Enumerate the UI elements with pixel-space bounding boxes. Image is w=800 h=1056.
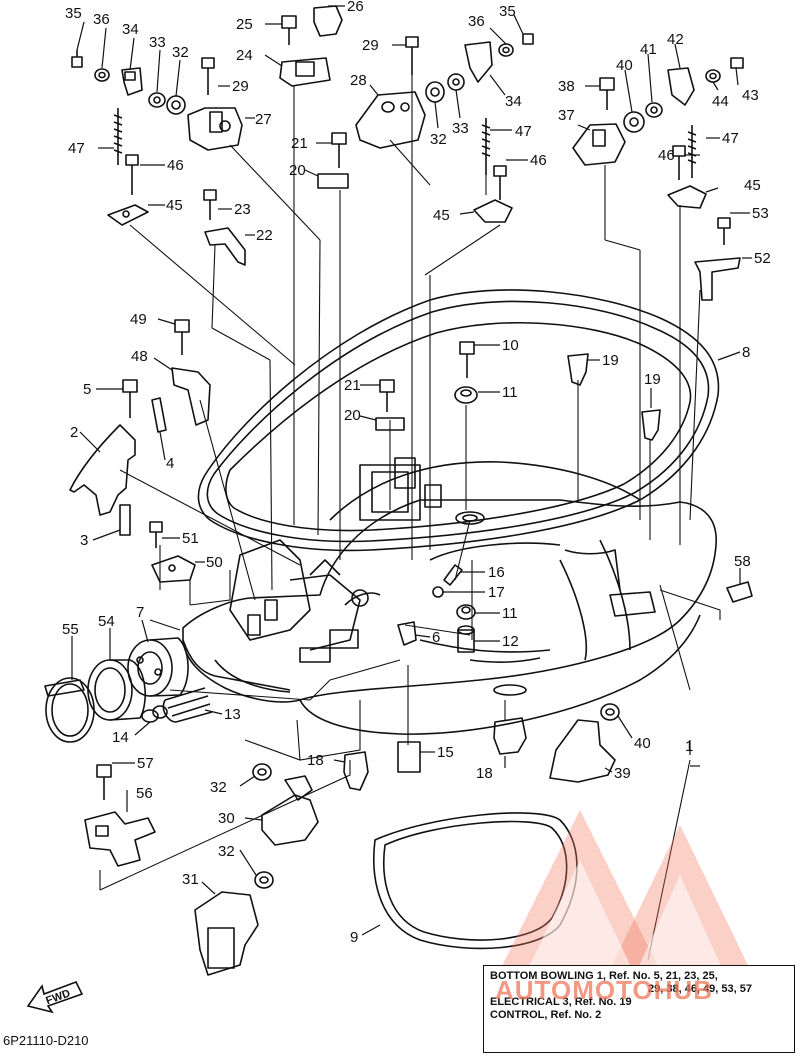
callout-45: 45 [433,207,450,224]
callout-57: 57 [137,755,154,772]
callout-43: 43 [742,87,759,104]
callout-53: 53 [752,205,769,222]
forward-arrow-icon: FWD [26,980,84,1014]
callout-numbers: 35 36 34 33 32 29 27 47 46 45 23 22 25 2… [62,0,771,946]
ref-line-1a: BOTTOM BOWLING 1, Ref. No. 5, 21, 23, 25… [490,970,718,982]
callout-15: 15 [437,744,454,761]
callout-17: 17 [488,584,505,601]
callout-47: 47 [68,140,85,157]
callout-16: 16 [488,564,505,581]
callout-37: 37 [558,107,575,124]
ref-line-3: CONTROL, Ref. No. 2 [490,1009,602,1021]
callout-32: 32 [430,131,447,148]
callout-58: 58 [734,553,751,570]
callout-20: 20 [289,162,306,179]
reference-note-box: BOTTOM BOWLING 1, Ref. No. 5, 21, 23, 25… [483,965,795,1053]
callout-45: 45 [166,197,183,214]
callout-51: 51 [182,530,199,547]
callout-28: 28 [350,72,367,89]
callout-2: 2 [70,424,78,441]
callout-29: 29 [362,37,379,54]
callout-11: 11 [502,384,518,401]
upper-small-parts [69,5,753,653]
callout-21: 21 [291,135,308,152]
callout-10: 10 [502,337,519,354]
callout-33: 33 [149,34,166,51]
callout-31: 31 [182,871,199,888]
callout-18: 18 [476,765,493,782]
callout-52: 52 [754,250,771,267]
callout-27: 27 [255,111,272,128]
callout-40: 40 [616,57,633,74]
callout-42: 42 [667,31,684,48]
callout-23: 23 [234,201,251,218]
callout-7: 7 [136,604,144,621]
callout-1: 1 [685,738,693,755]
callout-19: 19 [602,352,619,369]
callout-49: 49 [130,311,147,328]
callout-4: 4 [166,455,174,472]
callout-33: 33 [452,120,469,137]
bottom-cowling [182,289,720,735]
callout-35: 35 [65,5,82,22]
callout-32: 32 [218,843,235,860]
callout-22: 22 [256,227,273,244]
callout-6: 6 [432,629,440,646]
callout-19: 19 [644,371,661,388]
callout-14: 14 [112,729,129,746]
callout-38: 38 [558,78,575,95]
callout-5: 5 [83,381,91,398]
callout-34: 34 [505,93,522,110]
fwd-label: FWD [44,987,72,1007]
callout-47: 47 [722,130,739,147]
callout-18: 18 [307,752,324,769]
callout-54: 54 [98,613,115,630]
callout-48: 48 [131,348,148,365]
lower-left-parts [44,637,620,976]
callout-44: 44 [712,93,729,110]
ref-line-2: ELECTRICAL 3, Ref. No. 19 [490,996,632,1008]
callout-46: 46 [167,157,184,174]
diagram-code: 6P21110-D210 [3,1033,89,1048]
callout-8: 8 [742,344,750,361]
callout-56: 56 [136,785,153,802]
callout-leaders [71,5,752,936]
ref-line-1b: 29, 38, 46, 49, 53, 57 [648,983,752,995]
callout-9: 9 [350,929,358,946]
callout-46: 46 [530,152,547,169]
callout-50: 50 [206,554,223,571]
assembly-guide-lines [99,75,721,961]
callout-36: 36 [468,13,485,30]
callout-55: 55 [62,621,79,638]
callout-25: 25 [236,16,253,33]
callout-46: 46 [658,147,675,164]
callout-32: 32 [210,779,227,796]
callout-11: 11 [502,605,518,622]
callout-36: 36 [93,11,110,28]
callout-30: 30 [218,810,235,827]
callout-45: 45 [744,177,761,194]
callout-26: 26 [347,0,364,15]
callout-41: 41 [640,41,657,58]
callout-29: 29 [232,78,249,95]
callout-21: 21 [344,377,361,394]
callout-34: 34 [122,21,139,38]
callout-13: 13 [224,706,241,723]
callout-39: 39 [614,765,631,782]
callout-20: 20 [344,407,361,424]
callout-12: 12 [502,633,519,650]
callout-32: 32 [172,44,189,61]
callout-35: 35 [499,3,516,20]
callout-40: 40 [634,735,651,752]
callout-24: 24 [236,47,253,64]
callout-3: 3 [80,532,88,549]
callout-47: 47 [515,123,532,140]
